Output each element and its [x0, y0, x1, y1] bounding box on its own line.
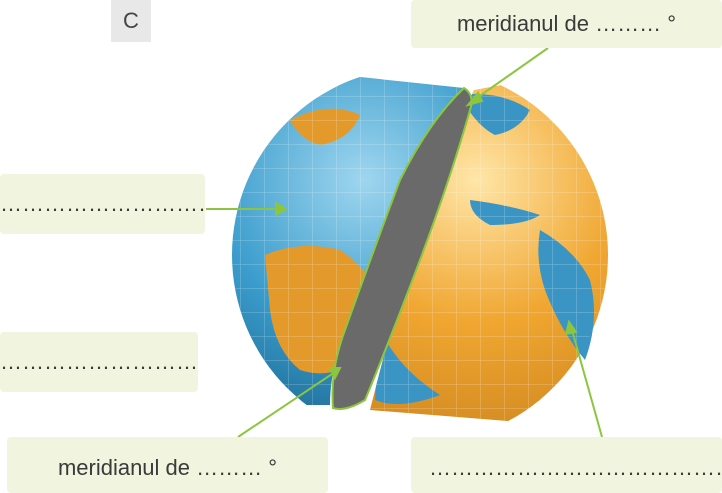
cut-face [331, 86, 473, 410]
label-blank-left-2[interactable]: ………………………… [0, 332, 198, 392]
label-meridian-bottom[interactable]: meridianul de ……… ° [7, 437, 328, 493]
label-blank-bottom-right[interactable]: …………………………………… [411, 437, 722, 493]
label-meridian-top[interactable]: meridianul de ……… ° [411, 0, 722, 48]
label-blank-left-1[interactable]: ………………………… [0, 174, 205, 234]
figure-letter-badge: C [111, 0, 151, 42]
arrow-icon [206, 47, 603, 438]
